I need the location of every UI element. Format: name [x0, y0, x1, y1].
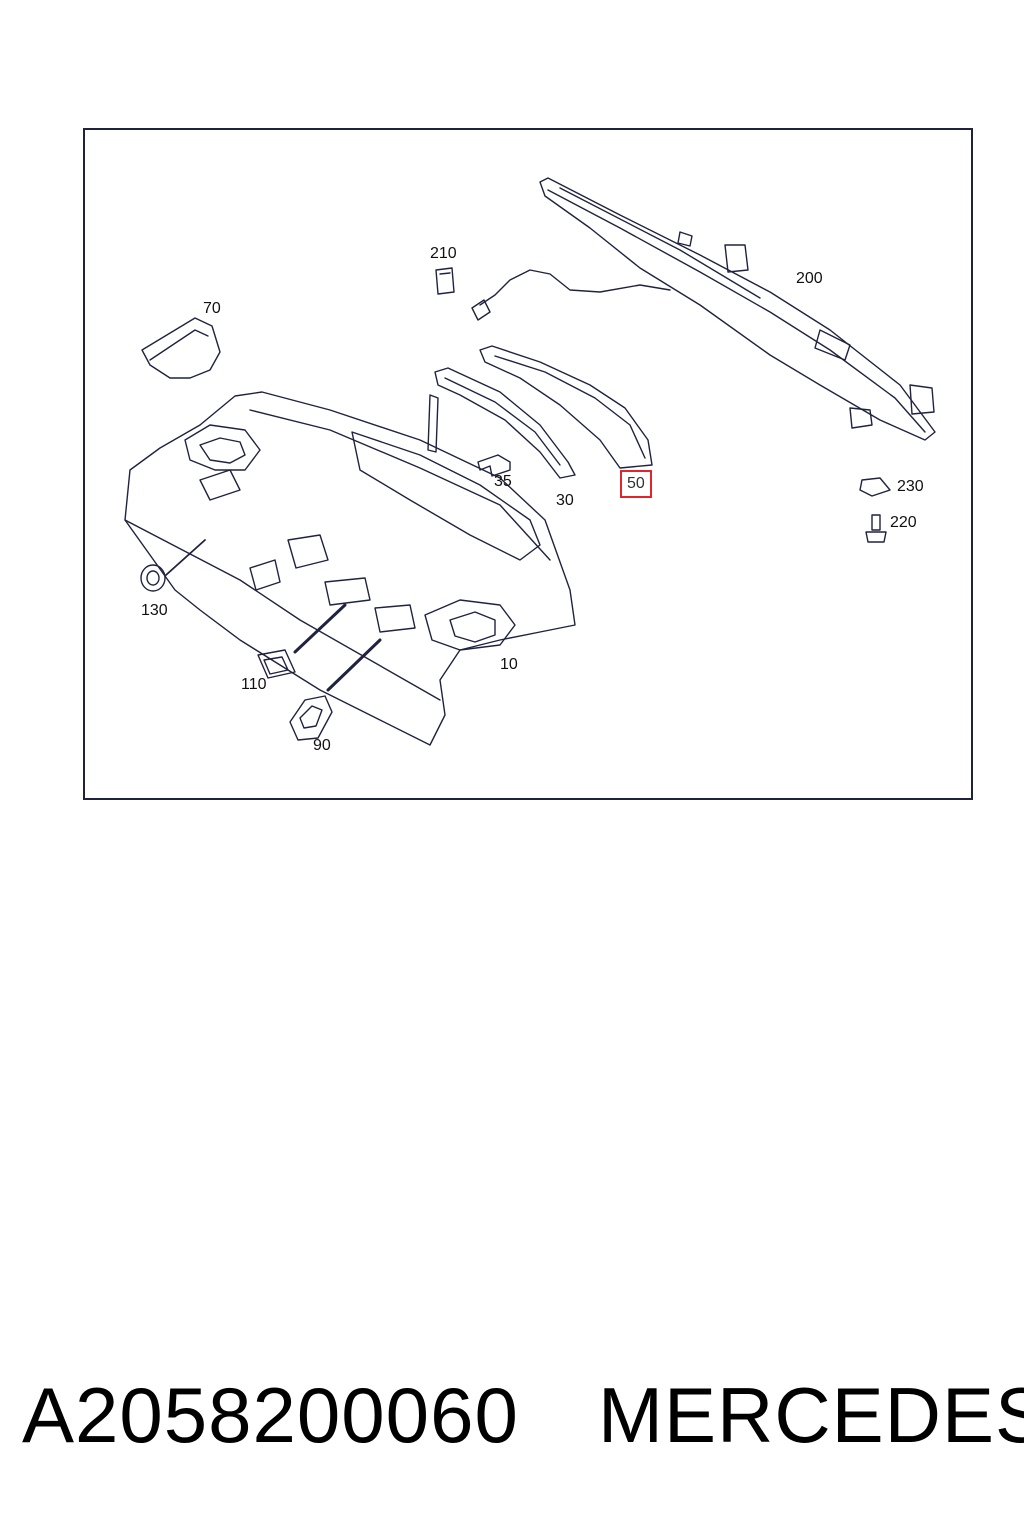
- part-230-clip-nut: [859, 477, 891, 497]
- part-70-cover: [141, 317, 221, 379]
- part-90-bracket: [289, 638, 382, 741]
- callout-35[interactable]: 35: [494, 473, 512, 490]
- callout-230[interactable]: 230: [897, 478, 924, 495]
- part-130-grommet: [140, 539, 206, 592]
- part-110-plug: [257, 603, 347, 679]
- callout-110[interactable]: 110: [241, 676, 267, 693]
- part-210-connector: [435, 267, 455, 295]
- part-number: A2058200060: [22, 1371, 519, 1459]
- callout-130[interactable]: 130: [141, 602, 168, 619]
- part-210-cable: [471, 269, 671, 321]
- callout-50-highlighted[interactable]: 50: [620, 470, 652, 498]
- brand-name: MERCEDES: [598, 1371, 1024, 1459]
- part-10-parcel-shelf: [124, 391, 576, 746]
- part-30-grille: [427, 367, 576, 479]
- part-200-trim-strip: [539, 177, 936, 441]
- callout-10[interactable]: 10: [500, 656, 518, 673]
- callout-70[interactable]: 70: [203, 300, 221, 317]
- part-220-screw: [865, 514, 887, 543]
- callout-210[interactable]: 210: [430, 245, 457, 262]
- callout-220[interactable]: 220: [890, 514, 917, 531]
- callout-30[interactable]: 30: [556, 492, 574, 509]
- diagram-frame: [83, 128, 973, 800]
- callout-200[interactable]: 200: [796, 270, 823, 287]
- part-50-brake-light: [479, 345, 653, 469]
- callout-90[interactable]: 90: [313, 737, 331, 754]
- parts-diagram: [124, 177, 936, 746]
- footer: A2058200060 MERCEDES: [0, 1370, 1024, 1480]
